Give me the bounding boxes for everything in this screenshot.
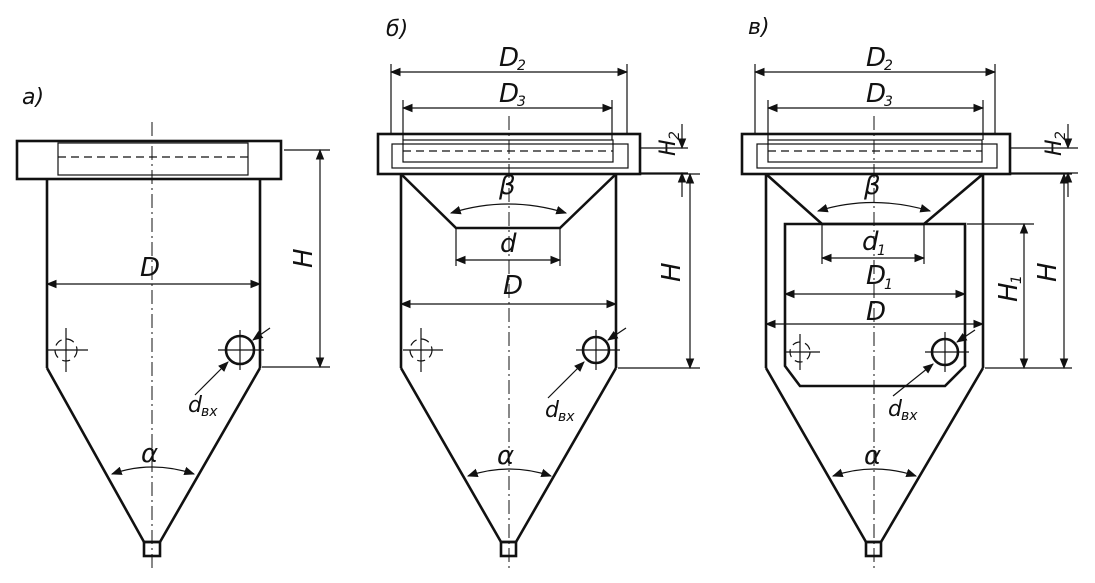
- panel-b-label: б): [386, 17, 408, 42]
- svg-text:2: 2: [517, 58, 526, 74]
- panel-b: б) D 2 D 3 H 2 β d: [376, 17, 700, 572]
- svg-text:2: 2: [884, 58, 893, 74]
- svg-text:1: 1: [1009, 275, 1025, 284]
- panel-a-label: а): [22, 85, 44, 110]
- panel-c-label: в): [748, 15, 770, 40]
- svg-text:вх: вх: [901, 408, 918, 424]
- svg-text:вх: вх: [558, 409, 575, 425]
- svg-text:2: 2: [1053, 131, 1069, 140]
- svg-text:D: D: [866, 43, 886, 73]
- svg-text:α: α: [141, 439, 158, 469]
- svg-text:H: H: [994, 282, 1024, 302]
- svg-text:вх: вх: [201, 404, 218, 420]
- panel-c-dim-H2: H: [1042, 139, 1067, 156]
- svg-text:D: D: [866, 297, 886, 327]
- panel-b-angle-beta: [449, 203, 568, 215]
- svg-text:D: D: [140, 253, 160, 283]
- svg-text:H: H: [289, 248, 319, 268]
- svg-text:3: 3: [884, 94, 893, 110]
- svg-text:D: D: [503, 271, 523, 301]
- svg-text:H: H: [1033, 262, 1063, 282]
- svg-text:α: α: [864, 441, 881, 471]
- svg-text:d: d: [888, 397, 903, 422]
- svg-text:1: 1: [877, 243, 886, 259]
- svg-text:β: β: [863, 171, 881, 201]
- panel-b-angle-alpha: [466, 468, 553, 478]
- svg-text:β: β: [498, 171, 516, 201]
- panel-c-angle-beta: [816, 201, 932, 213]
- svg-text:H: H: [657, 262, 687, 282]
- svg-text:d: d: [862, 227, 879, 257]
- panel-b-inner-funnel: [400, 173, 617, 230]
- panel-b-dim-H2: H: [656, 139, 681, 156]
- svg-text:1: 1: [884, 277, 893, 293]
- panel-c-inner-chamber: [783, 222, 967, 388]
- svg-text:D: D: [866, 261, 886, 291]
- panel-c: в) D 2 D 3 H 2 β: [740, 15, 1078, 572]
- svg-text:α: α: [497, 441, 514, 471]
- svg-text:3: 3: [517, 94, 526, 110]
- svg-text:d: d: [188, 393, 203, 418]
- panel-c-angle-alpha: [831, 468, 918, 478]
- panel-c-top-flange: [740, 132, 1012, 176]
- svg-text:2: 2: [667, 131, 683, 140]
- svg-text:D: D: [866, 79, 886, 109]
- svg-text:D: D: [499, 79, 519, 109]
- panel-a-top-flange: [15, 139, 283, 181]
- panel-a-gutter: [57, 142, 249, 176]
- svg-text:D: D: [499, 43, 519, 73]
- panel-a-angle-alpha: [110, 466, 196, 476]
- svg-text:d: d: [545, 398, 560, 423]
- panel-a: а) D H d вх α: [15, 85, 330, 572]
